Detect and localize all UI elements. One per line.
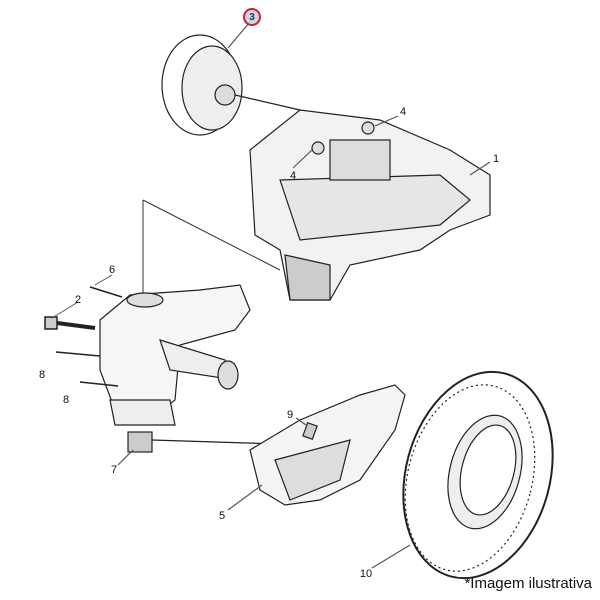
callout-4-lower: 4 bbox=[289, 170, 297, 182]
callout-10-rotor: 10 bbox=[359, 568, 373, 580]
steering-knuckle bbox=[99, 284, 251, 426]
bolts bbox=[44, 274, 123, 387]
callout-6: 6 bbox=[108, 264, 116, 276]
callout-5-shield: 5 bbox=[218, 510, 226, 522]
callout-9-sensor: 9 bbox=[286, 409, 294, 421]
brake-booster bbox=[161, 34, 301, 136]
leader-3 bbox=[227, 21, 251, 49]
callout-8-b: 8 bbox=[62, 394, 70, 406]
callout-8-a: 8 bbox=[38, 369, 46, 381]
callout-3-booster: 3 bbox=[243, 8, 261, 26]
brake-rotor bbox=[371, 370, 554, 580]
brake-caliper bbox=[249, 109, 491, 301]
callout-1-caliper: 1 bbox=[492, 153, 500, 165]
callout-4-upper: 4 bbox=[399, 106, 407, 118]
callout-7-bracket: 7 bbox=[110, 464, 118, 476]
illustrative-image-caption: *Imagem ilustrativa bbox=[464, 575, 592, 592]
dust-shield bbox=[227, 384, 406, 511]
callout-2: 2 bbox=[74, 294, 82, 306]
